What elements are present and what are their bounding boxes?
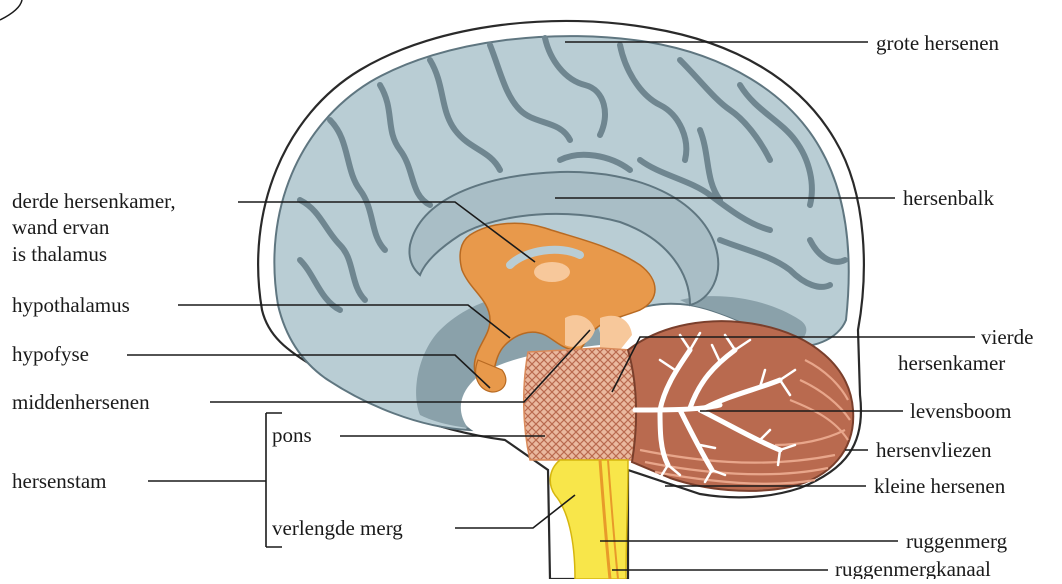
label-derde-hersenkamer-1: derde hersenkamer, [12, 189, 176, 213]
label-hersenbalk: hersenbalk [903, 186, 994, 210]
label-hersenstam: hersenstam [12, 469, 106, 493]
pons [524, 348, 636, 460]
label-verlengde-merg: verlengde merg [272, 516, 403, 540]
label-levensboom: levensboom [910, 399, 1011, 423]
corner-mark [0, 0, 22, 20]
label-hypofyse: hypofyse [12, 342, 89, 366]
label-derde-hersenkamer-3: is thalamus [12, 242, 107, 266]
label-hersenvliezen: hersenvliezen [876, 438, 992, 462]
label-derde-hersenkamer-2: wand ervan [12, 215, 110, 239]
label-pons: pons [272, 423, 312, 447]
label-vierde-hersenkamer-2: hersenkamer [898, 351, 1005, 375]
label-middenhersenen: middenhersenen [12, 390, 150, 414]
third-ventricle [534, 262, 570, 282]
label-vierde-hersenkamer-1: vierde [981, 325, 1033, 349]
label-kleine-hersenen: kleine hersenen [874, 474, 1006, 498]
label-hypothalamus: hypothalamus [12, 293, 130, 317]
label-grote-hersenen: grote hersenen [876, 31, 1000, 55]
label-ruggenmerg: ruggenmerg [906, 529, 1008, 553]
label-ruggenmergkanaal: ruggenmergkanaal [835, 557, 991, 579]
